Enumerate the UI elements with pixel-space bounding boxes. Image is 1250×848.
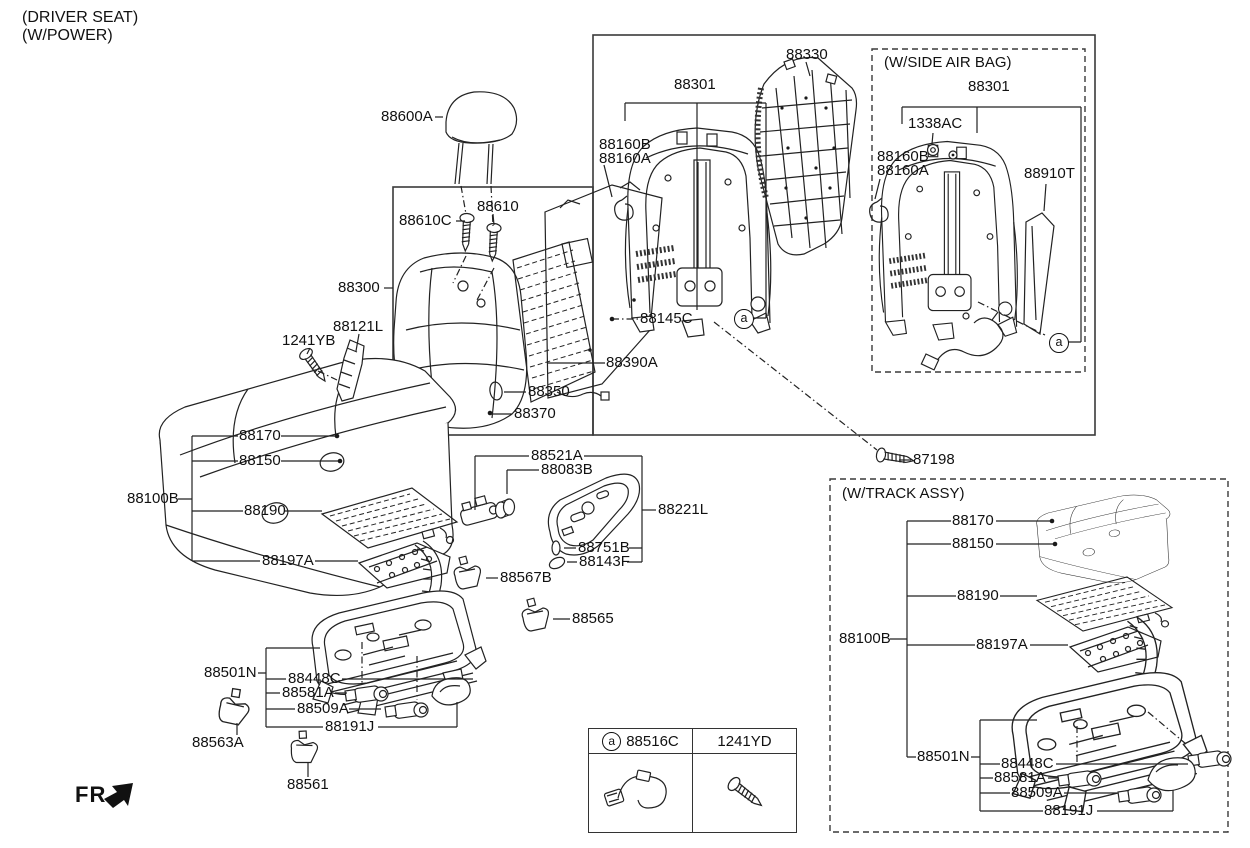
part-label-88143F: 88143F [579,553,630,570]
part-label-88521A: 88521A [531,447,583,464]
part-label-88083B: 88083B [541,461,593,478]
part-label-88330: 88330 [786,46,828,63]
back-heater-mat-illustration [512,241,610,403]
clip-part-illustration [287,728,322,767]
cushion-heater-mat-illustration [1036,576,1173,632]
callout-a-badge: a [602,731,622,751]
part-label-88121L: 88121L [333,318,384,335]
motor-illustration [384,700,429,720]
part-label-88509A-track: 88509A [1011,784,1063,801]
legend-cell-88516C: a 88516C [589,729,693,753]
seatback-pad-illustration [754,56,858,256]
part-label-88160B: 88160B [599,136,651,153]
part-label-88501N-track: 88501N [917,748,970,765]
part-label-88501N: 88501N [204,664,257,681]
part-label-88610C: 88610C [399,212,452,229]
legend-header-row: a 88516C 1241YD [589,729,796,754]
box-title-track-assy: (W/TRACK ASSY) [842,485,965,502]
wiring-harness-illustration [920,311,1004,371]
part-label-88581A-track: 88581A [994,769,1046,786]
seat-cushion-illustration [1036,494,1171,583]
part-label-1338AC: 1338AC [908,115,963,132]
part-label-88300: 88300 [338,279,380,296]
group-boxes [392,34,1229,833]
side-shield-illustration [547,473,641,556]
part-label-88160A-sab: 88160A [877,162,929,179]
page-title-line1: (DRIVER SEAT) [22,9,139,26]
part-label-88170: 88170 [239,427,281,444]
part-label-88350: 88350 [528,383,570,400]
part-label-88170-track: 88170 [952,512,994,529]
switch-assembly-illustration [460,495,499,526]
part-label-88600A: 88600A [381,108,433,125]
part-label-88301: 88301 [674,76,716,93]
nut-illustration [926,143,958,160]
part-label-88390A: 88390A [606,354,658,371]
part-label-88160A: 88160A [599,150,651,167]
cable-guide-illustration [1147,757,1196,792]
motor-illustration [1117,785,1162,805]
part-label-88448C-track: 88448C [1001,755,1054,772]
page-title-line2: (W/POWER) [22,27,113,44]
part-label-88565: 88565 [572,610,614,627]
part-label-88751B: 88751B [578,539,630,556]
part-label-88221L: 88221L [658,501,709,518]
part-label-88197A: 88197A [262,552,314,569]
clip-part-illustration [521,597,550,632]
part-label-88150: 88150 [239,452,281,469]
part-label-88145C: 88145C [640,310,693,327]
box-title-side-airbag: (W/SIDE AIR BAG) [884,54,1012,71]
part-label-88448C: 88448C [288,670,341,687]
legend-harness-illustration [603,769,667,809]
fr-arrow-icon [104,783,133,808]
part-label-88100B-track: 88100B [839,630,891,647]
airbag-module-illustration [1023,212,1055,336]
legend-illustration-cell [589,754,693,832]
part-label-88561: 88561 [287,776,329,793]
mounting-bracket-illustration [336,339,365,402]
legend-part-number: 1241YD [717,732,772,750]
switch-knob-illustration [494,498,516,519]
callout-a-badge: a [734,309,754,329]
part-label-88370: 88370 [514,405,556,422]
felt-pad-illustration [1069,626,1162,673]
part-label-88100B: 88100B [127,490,179,507]
part-label-88190-track: 88190 [957,587,999,604]
part-label-88610: 88610 [477,198,519,215]
fastener-legend-table: a 88516C 1241YD [588,728,797,833]
clip-part-illustration [213,684,256,731]
callout-a-badge: a [1049,333,1069,353]
cap-illustration [548,540,566,570]
screw-icon [457,212,475,252]
cable-guide-illustration [431,677,471,706]
part-label-88150-track: 88150 [952,535,994,552]
screw-icon [874,446,916,469]
part-label-88160B-sab: 88160B [877,148,929,165]
part-label-88563A: 88563A [192,734,244,751]
part-label-1241YB: 1241YB [282,332,336,349]
part-label-88191J-track: 88191J [1044,802,1094,819]
legend-part-number: 88516C [626,732,679,750]
part-label-88567B: 88567B [500,569,552,586]
legend-illustration-cell [693,754,796,832]
hook-fastener-illustration [614,195,634,221]
part-label-88197A-track: 88197A [976,636,1028,653]
headrest-illustration [445,91,518,185]
part-label-88509A: 88509A [297,700,349,717]
part-label-88910T: 88910T [1024,165,1075,182]
part-label-88190: 88190 [244,502,286,519]
leader-lines [178,61,1188,812]
legend-cell-1241YD: 1241YD [693,729,796,753]
clip-part-illustration [453,555,482,590]
part-label-88191J: 88191J [325,718,375,735]
part-label-88301-sab: 88301 [968,78,1010,95]
part-label-88581A: 88581A [282,684,334,701]
fr-direction-label: FR. [75,782,114,807]
part-label-87198: 87198 [913,451,955,468]
